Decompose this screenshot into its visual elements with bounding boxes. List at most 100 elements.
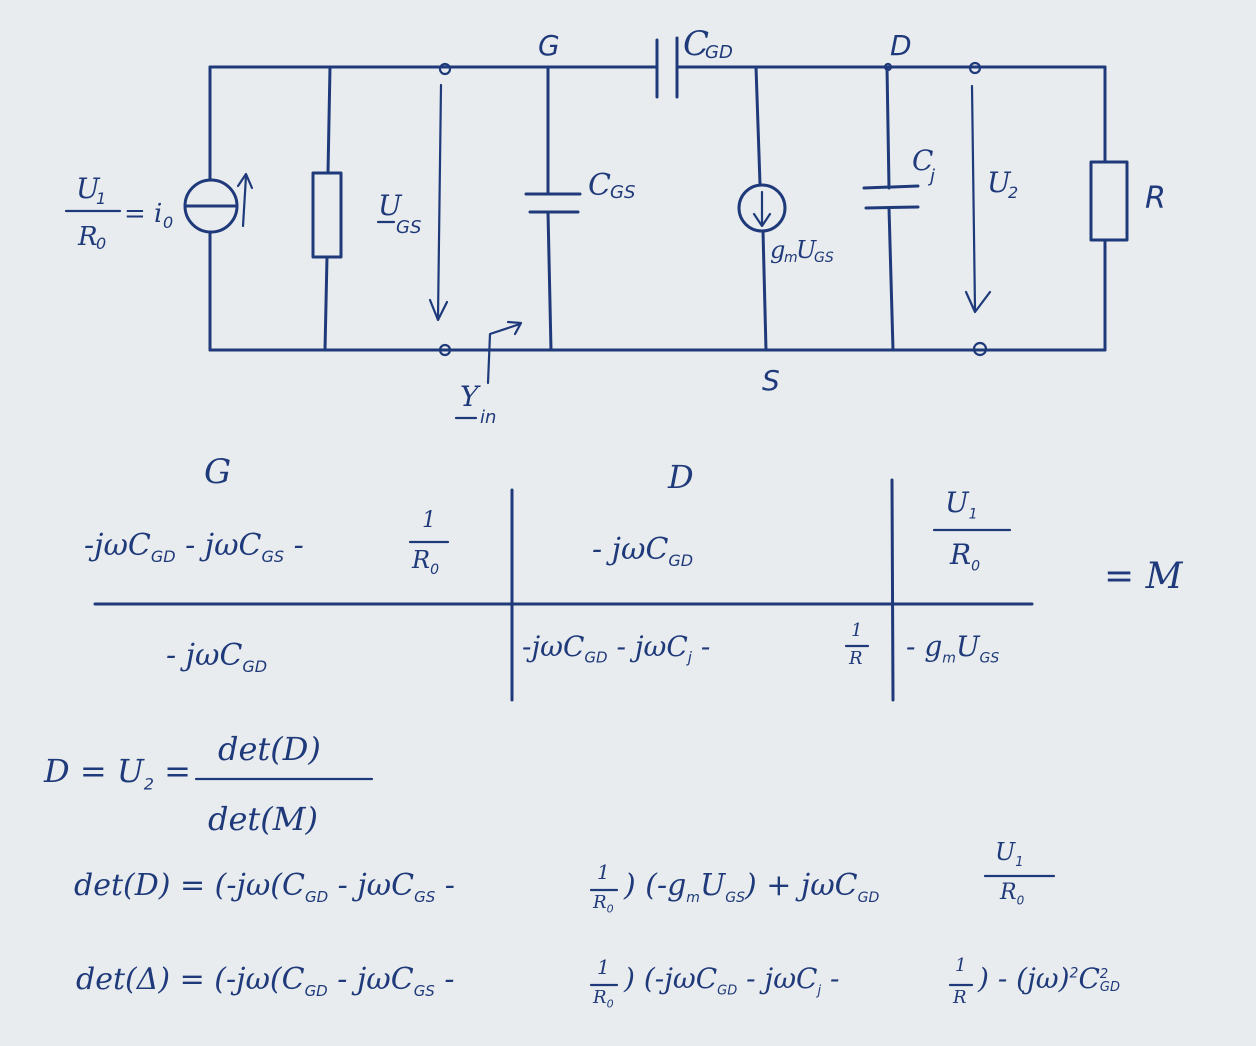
matrix-r2c3: - gmUGS <box>906 630 999 667</box>
r1c1-term-b: - jωC <box>175 528 262 563</box>
r1c1-term-a: -jωC <box>84 528 151 563</box>
r2c2-term-a-sub: GD <box>584 648 608 667</box>
eq3-mid: ) (-jωCGD - jωCj - <box>624 962 839 999</box>
cgd-label: C <box>683 24 709 64</box>
eq3-frac-den-sub: 0 <box>606 997 614 1011</box>
eq3-frac2-den: R <box>953 987 967 1008</box>
r1c3-num-sub: 1 <box>968 506 978 523</box>
node-g-label: G <box>538 29 560 62</box>
r1c1-term-a-sub: GD <box>150 547 176 566</box>
matrix-r1c3-num: U1 <box>945 486 978 523</box>
fraction-bars <box>194 528 1056 987</box>
r2c2-term-a: -jωC <box>522 630 585 663</box>
eq1-equals: = <box>153 752 191 790</box>
cgd-capacitor <box>655 36 679 99</box>
eq3-frac-den-r: R <box>593 987 607 1008</box>
eq2-rest: ) (-gmUGS) + jωCGD <box>624 868 879 906</box>
eq1-numerator: det(D) <box>218 730 321 768</box>
cgs-wire-bottom <box>546 210 553 352</box>
eq2-b-sub: GS <box>414 888 436 906</box>
yin-label: Y <box>460 380 481 413</box>
eq1-left-text: D = U <box>44 752 144 790</box>
r0-wire-bottom <box>323 255 329 352</box>
r2c3-u-sub: GS <box>979 650 1000 667</box>
r1c1-frac-den: R0 <box>412 546 439 578</box>
eq3-c: - <box>434 962 455 997</box>
eq3-a-sub: GD <box>304 982 328 1000</box>
r1c3-den-sub: 0 <box>971 558 981 575</box>
matrix-equals-m: = M <box>1104 556 1183 597</box>
cj-plate-top <box>862 184 920 190</box>
cj-wire-bottom <box>887 206 895 352</box>
eq2-frac2-den-r: R <box>1000 880 1017 905</box>
eq3-frac2-num: 1 <box>955 955 967 976</box>
source-equals-i-sub: 0 <box>163 213 173 232</box>
gm-u-label: U <box>796 236 817 264</box>
eq2-frac-num: 1 <box>597 860 610 884</box>
current-source-arrow-icon <box>236 172 254 228</box>
gm-u-label-sub: GS <box>814 250 834 266</box>
cgs-label: C <box>588 168 611 203</box>
output-port <box>964 61 992 357</box>
u2-label-sub: 2 <box>1008 183 1018 202</box>
cj-plate-bottom <box>864 205 920 210</box>
r2c2-term-b: - jωC <box>607 630 688 663</box>
r1c2-term: - jωC <box>592 532 669 567</box>
gm-label: g <box>770 236 785 264</box>
r-resistor <box>1089 160 1129 242</box>
gm-label-sub: m <box>784 250 798 266</box>
yin-label-sub: in <box>480 407 496 428</box>
eq2: det(D) = (-jω(CGD - jωCGS - <box>74 868 455 906</box>
current-source <box>183 172 254 234</box>
eq2-frac-den-sub: 0 <box>606 902 614 916</box>
u2-label: U <box>987 166 1012 199</box>
matrix-vertical-rule-2 <box>890 478 895 702</box>
eq2-frac2-num-u: U <box>995 838 1016 866</box>
eq2-c: - <box>435 868 455 903</box>
r2c1-sub: GD <box>242 657 268 676</box>
cgs-capacitor <box>524 65 582 352</box>
cgs-label-sub: GS <box>610 182 635 203</box>
input-terminal-top <box>438 62 452 76</box>
matrix-r1c2: - jωCGD <box>592 532 693 570</box>
r1c1-frac-num: 1 <box>422 508 436 533</box>
eq3-h-sub: GD <box>1099 979 1120 995</box>
cj-label: C <box>912 144 933 177</box>
eq3-g-sup: 2 <box>1069 965 1079 982</box>
eq2-frac-den: R0 <box>593 892 614 916</box>
gm-wire-top <box>754 65 762 186</box>
eq3-d: ) (-jωC <box>624 962 718 995</box>
r1c3-num-u: U <box>945 486 969 519</box>
ugs-arrow-icon <box>428 83 449 322</box>
node-d-label: D <box>890 29 912 62</box>
r-label: R <box>1145 181 1166 216</box>
source-denominator: R <box>77 222 98 252</box>
r2c3-u: U <box>955 630 980 663</box>
eq2-f: ) + jωC <box>744 868 858 903</box>
matrix-r2c2: -jωCGD - jωCj - <box>522 630 710 667</box>
eq2-a: det(D) = (-jω(C <box>74 868 305 903</box>
cj-capacitor <box>862 62 920 352</box>
r1c1-term-c: - <box>284 528 304 563</box>
eq2-e: U <box>699 868 726 903</box>
input-port <box>428 62 523 385</box>
eq2-frac2-num-sub: 1 <box>1015 854 1024 870</box>
input-terminal-bottom <box>438 343 452 357</box>
r1c3-den-r: R <box>950 538 972 571</box>
r1c2-sub: GD <box>668 551 694 570</box>
r2c2-frac-den: R <box>849 648 863 669</box>
gm-source <box>737 65 787 352</box>
eq2-b: - jωC <box>328 868 415 903</box>
eq3-a: det(Δ) = (-jω(C <box>76 962 305 997</box>
cj-label-sub: j <box>927 166 935 187</box>
r2c2-frac-num: 1 <box>851 620 863 641</box>
source-numerator: U <box>76 172 101 205</box>
eq2-a-sub: GD <box>304 888 329 906</box>
ugs-label-sub: GS <box>396 217 421 238</box>
eq3-frac-den: R0 <box>593 987 614 1011</box>
r2c2-term-c: - <box>691 630 711 663</box>
r1c1-frac-den-sub: 0 <box>430 561 439 578</box>
eq3-h-sup: 2 <box>1099 966 1109 982</box>
